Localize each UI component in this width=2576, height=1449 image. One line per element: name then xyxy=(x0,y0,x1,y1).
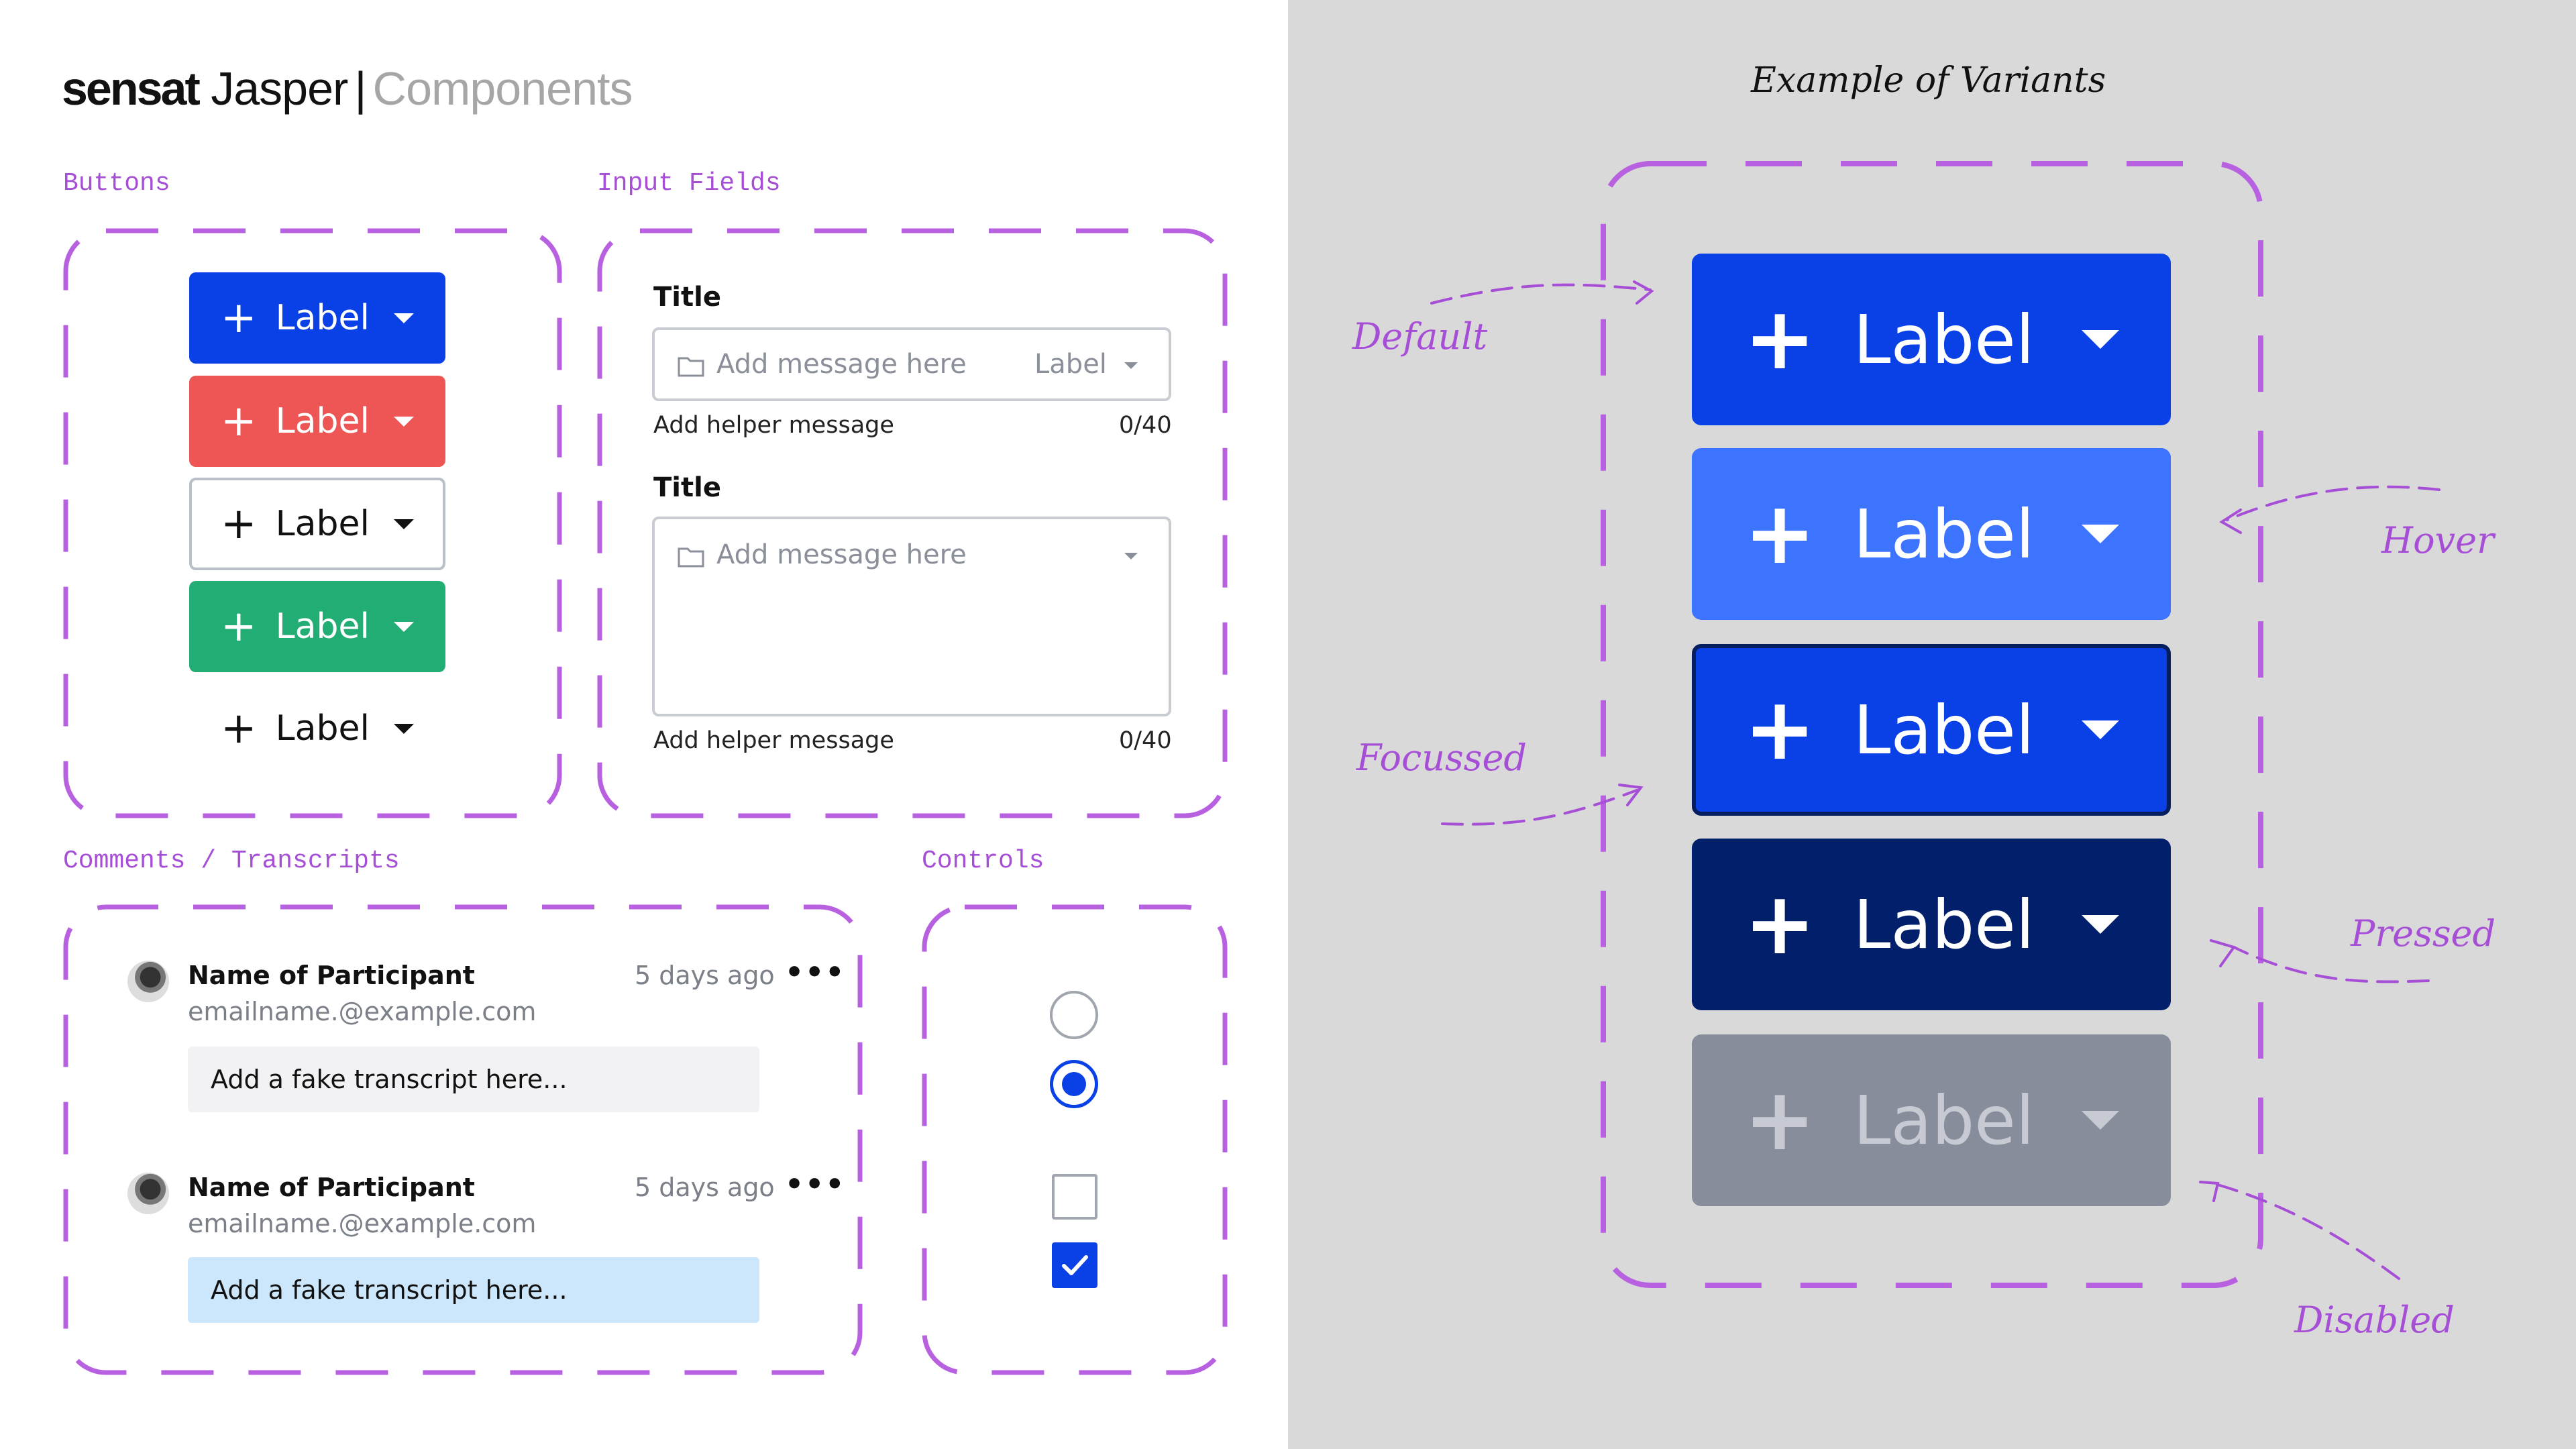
transcript-bubble: Add a fake transcript here... xyxy=(188,1046,759,1112)
input-placeholder: Add message here xyxy=(716,349,967,380)
caret-down-icon xyxy=(1124,362,1138,369)
annotation-hover: Hover xyxy=(2381,519,2494,561)
dropdown-input[interactable]: Add message here Label xyxy=(652,327,1171,401)
annotation-default: Default xyxy=(1352,315,1488,358)
plus-icon: + xyxy=(1743,484,1816,584)
caret-down-icon xyxy=(2081,330,2119,349)
annotation-pressed: Pressed xyxy=(2351,912,2496,955)
caret-down-icon xyxy=(393,519,414,529)
helper-text: Add helper message xyxy=(653,727,894,754)
input-right-label: Label xyxy=(1034,349,1107,380)
annotation-disabled: Disabled xyxy=(2294,1299,2455,1341)
participant-name: Name of Participant xyxy=(188,961,475,990)
folder-icon xyxy=(678,547,704,568)
variant-default-button[interactable]: + Label xyxy=(1692,254,2171,425)
plus-icon: + xyxy=(221,704,257,753)
caret-down-icon xyxy=(2081,1111,2119,1130)
comment-time: 5 days ago xyxy=(635,1173,775,1202)
variants-title: Example of Variants xyxy=(1751,60,2106,101)
button-label: Label xyxy=(1853,885,2035,964)
variant-pressed-button[interactable]: + Label xyxy=(1692,839,2171,1010)
radio-checked[interactable] xyxy=(1050,1060,1098,1108)
variant-disabled-button: + Label xyxy=(1692,1034,2171,1206)
char-count: 0/40 xyxy=(1119,412,1172,439)
more-options-icon[interactable]: ••• xyxy=(785,1167,846,1201)
plus-icon: + xyxy=(1743,289,1816,389)
success-button[interactable]: + Label xyxy=(189,581,445,672)
danger-button[interactable]: + Label xyxy=(189,376,445,467)
button-label: Label xyxy=(275,606,370,647)
avatar xyxy=(127,961,169,1002)
input-title: Title xyxy=(653,472,721,503)
transcript-bubble-selected: Add a fake transcript here... xyxy=(188,1257,759,1323)
plus-icon: + xyxy=(221,602,257,651)
plus-icon: + xyxy=(221,499,257,549)
caret-down-icon xyxy=(393,723,414,734)
helper-text: Add helper message xyxy=(653,412,894,439)
page-subtitle: Components xyxy=(372,62,633,115)
checkmark-icon xyxy=(1062,1255,1088,1275)
outline-button[interactable]: + Label xyxy=(189,478,445,570)
caret-down-icon xyxy=(393,416,414,427)
section-label-controls: Controls xyxy=(922,847,1044,875)
section-label-buttons: Buttons xyxy=(63,169,170,198)
checkbox-checked[interactable] xyxy=(1052,1242,1097,1288)
participant-email: emailname.@example.com xyxy=(188,997,537,1026)
participant-email: emailname.@example.com xyxy=(188,1209,537,1238)
char-count: 0/40 xyxy=(1119,727,1172,754)
button-label: Label xyxy=(1853,1081,2035,1160)
variant-focussed-button[interactable]: + Label xyxy=(1692,644,2171,816)
title-separator: | xyxy=(354,62,366,115)
annotation-focussed: Focussed xyxy=(1356,737,1527,779)
product-name: Jasper xyxy=(211,62,348,115)
avatar xyxy=(127,1173,169,1214)
radio-unchecked[interactable] xyxy=(1050,991,1098,1039)
button-label: Label xyxy=(275,708,370,749)
section-label-comments: Comments / Transcripts xyxy=(63,847,400,875)
folder-icon xyxy=(678,357,704,377)
caret-down-icon xyxy=(1124,553,1138,559)
caret-down-icon xyxy=(2081,720,2119,739)
more-options-icon[interactable]: ••• xyxy=(785,955,846,989)
plus-icon: + xyxy=(221,396,257,446)
ghost-button[interactable]: + Label xyxy=(189,683,445,774)
button-label: Label xyxy=(1853,300,2035,379)
plus-icon: + xyxy=(1743,874,1816,974)
caret-down-icon xyxy=(2081,525,2119,543)
plus-icon: + xyxy=(1743,680,1816,780)
caret-down-icon xyxy=(393,313,414,323)
plus-icon: + xyxy=(1743,1070,1816,1170)
textarea-input[interactable]: Add message here xyxy=(652,517,1171,716)
button-label: Label xyxy=(1853,494,2035,574)
caret-down-icon xyxy=(393,621,414,632)
checkbox-unchecked[interactable] xyxy=(1052,1174,1097,1220)
input-title: Title xyxy=(653,282,721,313)
primary-button[interactable]: + Label xyxy=(189,272,445,364)
variant-hover-button[interactable]: + Label xyxy=(1692,448,2171,620)
comment-time: 5 days ago xyxy=(635,961,775,990)
button-label: Label xyxy=(275,401,370,441)
plus-icon: + xyxy=(221,293,257,343)
button-label: Label xyxy=(275,504,370,544)
participant-name: Name of Participant xyxy=(188,1173,475,1202)
button-label: Label xyxy=(1853,690,2035,769)
button-label: Label xyxy=(275,298,370,338)
input-placeholder: Add message here xyxy=(716,539,967,570)
sensat-logo: sensat xyxy=(62,62,201,115)
caret-down-icon xyxy=(2081,915,2119,934)
section-label-inputs: Input Fields xyxy=(597,169,781,198)
page-title: sensat Jasper|Components xyxy=(62,62,633,115)
